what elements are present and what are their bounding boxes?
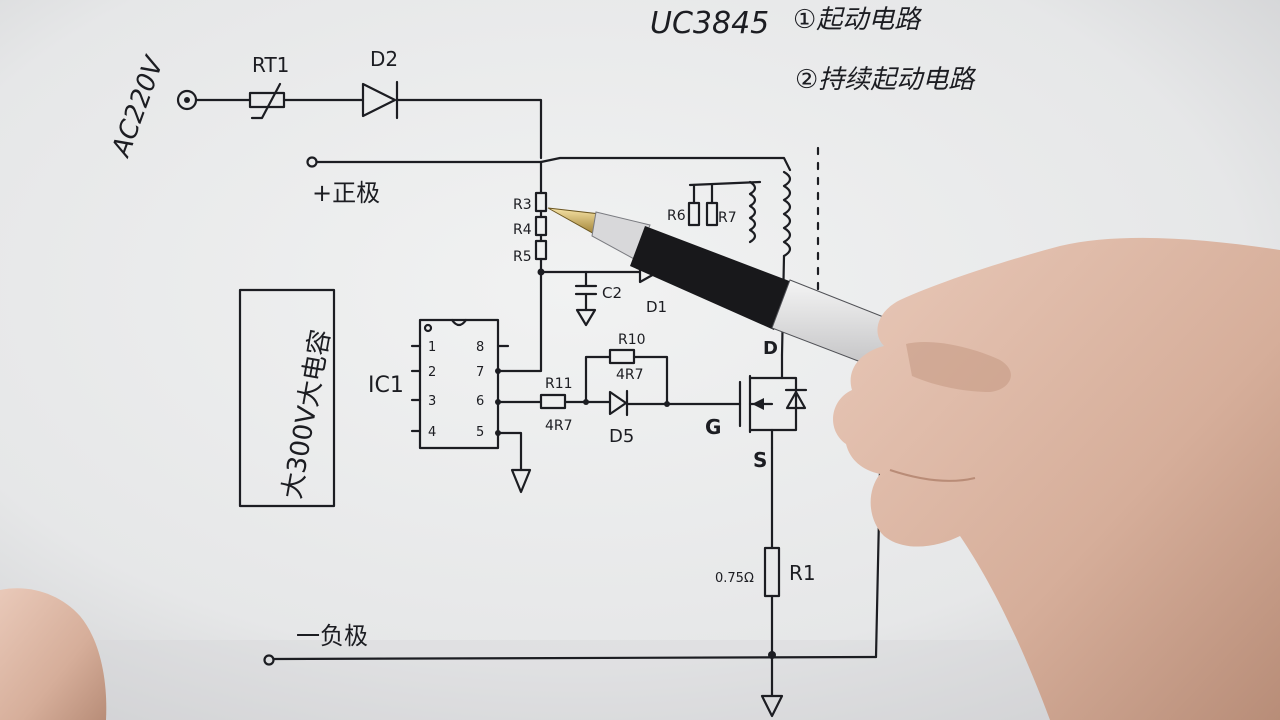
wire-r10-left	[584, 355, 612, 404]
title-item-1: ①起动电路	[793, 5, 922, 35]
wire-pin7-vcc	[496, 270, 543, 373]
primary-winding	[782, 170, 792, 258]
c2-label: C2	[602, 284, 622, 302]
ic1-pin8-label: 8	[476, 340, 484, 355]
d5-label: D5	[609, 426, 634, 447]
node-pin6	[495, 399, 501, 405]
ic1-pin3-label: 3	[428, 394, 436, 409]
drain-label: D	[763, 338, 778, 359]
rt1-thermistor-slash	[250, 82, 282, 120]
negative-terminal	[263, 654, 275, 666]
ic1-body	[418, 318, 500, 450]
ic1-pin1-marker	[423, 323, 433, 333]
r10-label: R10	[618, 332, 646, 348]
r5-label: R5	[513, 249, 532, 265]
ic1-pin7-label: 7	[476, 365, 484, 380]
positive-label: +正极	[312, 179, 380, 207]
ic1-notch	[450, 318, 468, 327]
ac-input-terminal-dot	[184, 97, 190, 103]
r6-resistor	[687, 201, 701, 227]
d1-label: D1	[646, 298, 667, 316]
title-part-number: UC3845	[650, 6, 769, 41]
wire-r6-r7-top	[688, 180, 762, 187]
r6-label: R6	[667, 208, 686, 224]
body-diode-symbol	[785, 390, 807, 410]
negative-label: 一负极	[296, 622, 368, 650]
ic1-pin1-label: 1	[428, 340, 436, 355]
d5-diode-body	[608, 390, 628, 416]
positive-bus-right	[539, 156, 792, 172]
r4-label: R4	[513, 222, 532, 238]
ic1-pin5-label: 5	[476, 425, 484, 440]
node-pin7	[495, 368, 501, 374]
rt1-label: RT1	[252, 53, 289, 77]
wire-r10-right	[632, 355, 669, 406]
c2-ground-symbol	[575, 308, 597, 327]
right-hand-knuckle-line	[889, 469, 976, 482]
aux-winding	[748, 180, 757, 244]
ic1-pin6-label: 6	[476, 394, 484, 409]
ic1-pin2-label: 2	[428, 365, 436, 380]
ic1-label: IC1	[368, 373, 404, 398]
d2-label: D2	[370, 47, 398, 71]
wire-pin5-gnd	[496, 431, 523, 472]
r11-value: 4R7	[545, 418, 573, 434]
r7-resistor	[705, 201, 719, 227]
capacitor-note-box	[238, 288, 336, 508]
r10-value: 4R7	[616, 367, 644, 383]
r7-label: R7	[718, 210, 737, 226]
gate-label: G	[705, 415, 721, 439]
mosfet-arrow	[752, 398, 764, 410]
r1-value: 0.75Ω	[715, 571, 754, 586]
source-label: S	[753, 448, 767, 472]
left-hand	[0, 588, 107, 720]
main-ground-symbol	[760, 694, 784, 718]
r1-label: R1	[789, 561, 816, 585]
r11-label: R11	[545, 376, 573, 392]
ic1-pin4-label: 4	[428, 425, 436, 440]
body-diode-wire	[770, 376, 798, 432]
negative-bus	[272, 655, 878, 661]
wire-d2-node	[395, 98, 543, 160]
ic1-ground-symbol	[510, 468, 532, 494]
r3-label: R3	[513, 197, 532, 213]
right-hand-thumb-shadow	[906, 341, 1011, 392]
title-item-2: ②持续起动电路	[795, 65, 976, 95]
node-pin5	[495, 430, 501, 436]
d2-diode-body	[361, 82, 397, 118]
pen-grip	[630, 226, 792, 330]
